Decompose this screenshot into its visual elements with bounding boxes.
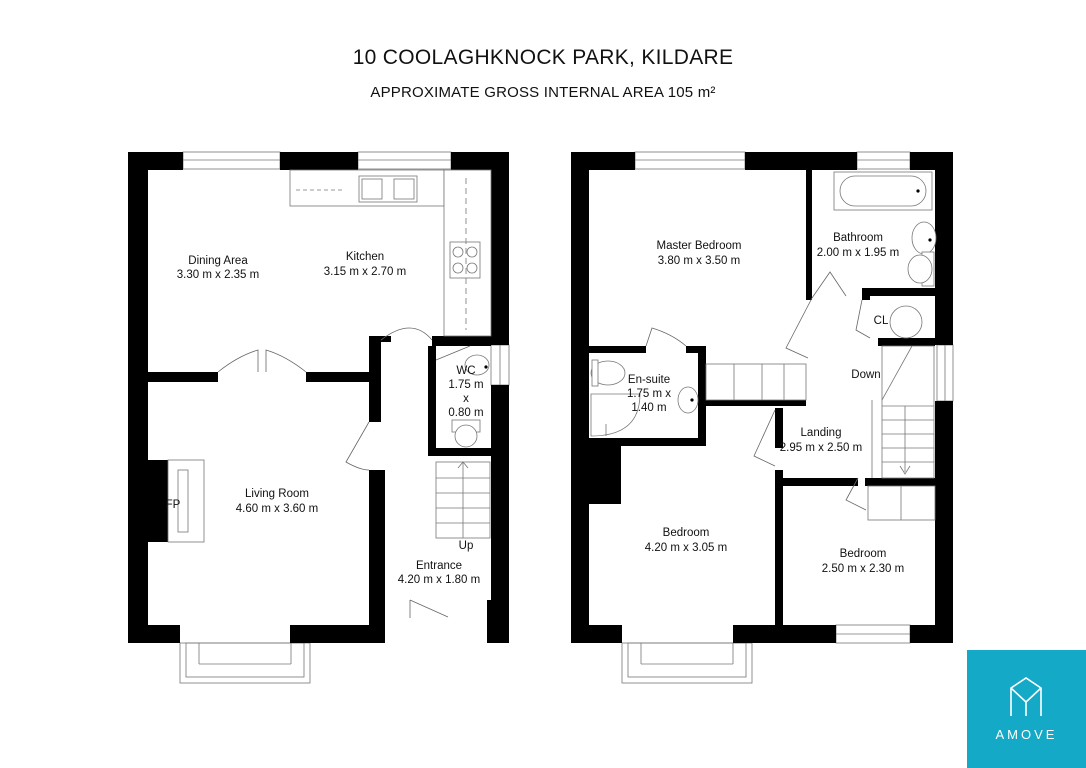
wc-dim-1: 1.75 m [448,379,483,391]
dining-name: Dining Area [188,255,248,267]
ground-floor-plan [128,151,510,684]
bedroom2-name: Bedroom [663,527,710,539]
ensuite-dim-1: 1.75 m x [627,388,671,400]
ground-walls [128,152,509,643]
entrance-name: Entrance [416,560,462,572]
living-dims: 4.60 m x 3.60 m [236,503,318,515]
page-subtitle: APPROXIMATE GROSS INTERNAL AREA 105 m² [370,84,716,101]
bathroom-dims: 2.00 m x 1.95 m [817,247,899,259]
room-labels: Dining Area 3.30 m x 2.35 m Kitchen 3.15… [166,232,905,586]
wc-name: WC [456,365,475,377]
ensuite-fixtures [590,359,699,437]
house-m-icon [1010,677,1042,716]
first-doors [645,271,871,511]
stairs-down-label: Down [851,369,880,381]
kitchen-dims: 3.15 m x 2.70 m [324,266,406,278]
bedroom-bay-window [621,642,753,684]
bathroom-name: Bathroom [833,232,883,244]
living-name: Living Room [245,488,309,500]
fireplace [167,459,205,543]
living-bay-window [179,642,311,684]
wc-fixtures [451,354,490,448]
bathroom-fixtures [833,171,937,339]
ground-stairs [435,461,491,539]
bedroom3-dims: 2.50 m x 2.30 m [822,563,904,575]
closet-label: CL [874,315,889,327]
wc-dim-3: 0.80 m [448,407,483,419]
brand-name: AMOVE [995,727,1058,742]
amove-logo: AMOVE [967,650,1086,768]
fireplace-label: FP [166,499,181,511]
bedroom3-name: Bedroom [840,548,887,560]
first-walls [571,152,953,643]
dining-dims: 3.30 m x 2.35 m [177,269,259,281]
first-floor-plan [571,151,954,684]
stairs-up-label: Up [459,540,474,552]
page-title: 10 COOLAGHKNOCK PARK, KILDARE [352,46,734,69]
entrance-dims: 4.20 m x 1.80 m [398,574,480,586]
wc-dim-2: x [463,393,469,405]
landing-dims: 2.95 m x 2.50 m [780,442,862,454]
kitchen-counters [289,169,492,337]
master-name: Master Bedroom [656,240,741,252]
kitchen-name: Kitchen [346,251,384,263]
first-stairs [705,345,936,521]
ensuite-name: En-suite [628,374,670,386]
ensuite-dim-2: 1.40 m [631,402,666,414]
landing-name: Landing [801,427,842,439]
ground-doors [217,327,471,618]
bedroom2-dims: 4.20 m x 3.05 m [645,542,727,554]
master-dims: 3.80 m x 3.50 m [658,255,740,267]
